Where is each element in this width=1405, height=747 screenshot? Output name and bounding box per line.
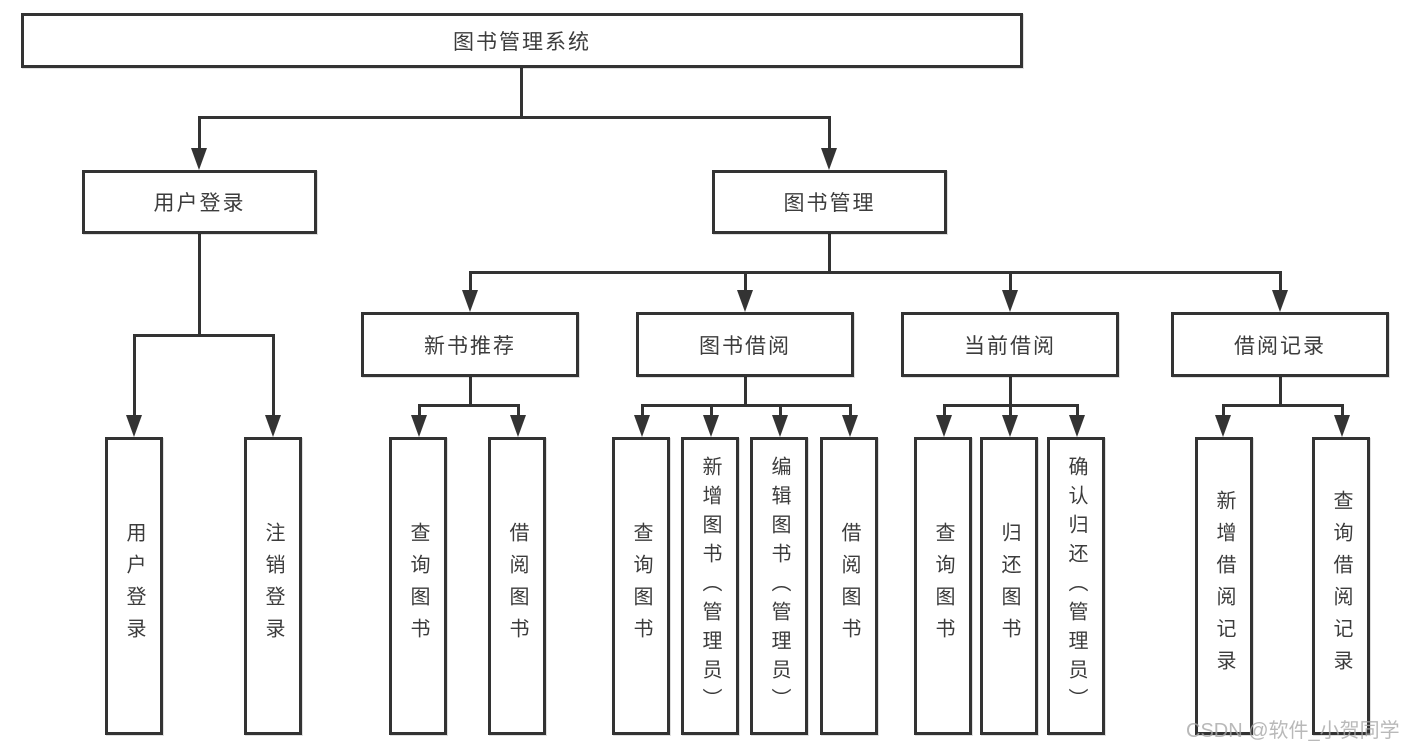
arrow-down-icon bbox=[634, 415, 650, 437]
node-borrowing-records: 借阅记录 bbox=[1171, 312, 1389, 377]
leaf-confirm-return-admin: 确认归还（管理员） bbox=[1047, 437, 1105, 735]
leaf-label: 查询图书 bbox=[630, 522, 652, 650]
connector-stem bbox=[744, 271, 747, 292]
leaf-label: 借阅图书 bbox=[506, 522, 528, 650]
leaf-add-books-admin: 新增图书（管理员） bbox=[681, 437, 739, 735]
node-root-label: 图书管理系统 bbox=[453, 30, 591, 54]
connector-branch bbox=[418, 404, 520, 407]
csdn-watermark: CSDN @软件_小贺同学 bbox=[1186, 720, 1400, 742]
leaf-query-borrow-record: 查询借阅记录 bbox=[1312, 437, 1370, 735]
leaf-label: 查询借阅记录 bbox=[1330, 490, 1352, 682]
arrow-down-icon bbox=[936, 415, 952, 437]
connector-stem bbox=[1341, 404, 1344, 417]
connector-book-mgmt-trunk bbox=[828, 234, 831, 274]
arrow-down-icon bbox=[842, 415, 858, 437]
connector-user-login-trunk bbox=[198, 234, 201, 336]
connector-trunk bbox=[1009, 377, 1012, 407]
connector-trunk bbox=[744, 377, 747, 407]
connector-trunk bbox=[469, 377, 472, 407]
leaf-label: 新增借阅记录 bbox=[1213, 490, 1235, 682]
arrow-down-icon bbox=[411, 415, 427, 437]
arrow-down-icon bbox=[737, 290, 753, 312]
connector-root-trunk bbox=[520, 68, 523, 118]
leaf-return-books: 归还图书 bbox=[980, 437, 1038, 735]
connector-stem bbox=[1222, 404, 1225, 417]
arrow-down-icon bbox=[1002, 415, 1018, 437]
leaf-label: 用户登录 bbox=[123, 522, 145, 650]
connector-level3-branch bbox=[469, 271, 1282, 274]
connector-stem bbox=[198, 116, 201, 150]
connector-user-login-branch bbox=[133, 334, 275, 337]
node-book-borrowing: 图书借阅 bbox=[636, 312, 854, 377]
arrow-down-icon bbox=[265, 415, 281, 437]
node-label: 借阅记录 bbox=[1234, 334, 1326, 358]
arrow-down-icon bbox=[1002, 290, 1018, 312]
arrow-down-icon bbox=[821, 148, 837, 170]
leaf-label: 确认归还（管理员） bbox=[1065, 455, 1087, 717]
leaf-borrow-books-recommend: 借阅图书 bbox=[488, 437, 546, 735]
connector-level2-branch bbox=[198, 116, 831, 119]
connector-stem bbox=[943, 404, 946, 417]
connector-stem bbox=[1009, 271, 1012, 292]
leaf-label: 借阅图书 bbox=[838, 522, 860, 650]
leaf-query-books-borrow: 查询图书 bbox=[612, 437, 670, 735]
arrow-down-icon bbox=[510, 415, 526, 437]
connector-trunk bbox=[1279, 377, 1282, 407]
leaf-query-books-current: 查询图书 bbox=[914, 437, 972, 735]
arrow-down-icon bbox=[772, 415, 788, 437]
node-label: 新书推荐 bbox=[424, 334, 516, 358]
node-book-management: 图书管理 bbox=[712, 170, 947, 234]
leaf-user-login: 用户登录 bbox=[105, 437, 163, 735]
connector-stem bbox=[517, 404, 520, 417]
arrow-down-icon bbox=[191, 148, 207, 170]
connector-stem bbox=[133, 334, 136, 416]
connector-branch bbox=[1222, 404, 1344, 407]
node-new-book-recommendation: 新书推荐 bbox=[361, 312, 579, 377]
arrow-down-icon bbox=[126, 415, 142, 437]
leaf-label: 编辑图书（管理员） bbox=[768, 455, 790, 717]
leaf-label: 归还图书 bbox=[998, 522, 1020, 650]
leaf-logout: 注销登录 bbox=[244, 437, 302, 735]
arrow-down-icon bbox=[703, 415, 719, 437]
leaf-edit-books-admin: 编辑图书（管理员） bbox=[750, 437, 808, 735]
connector-stem bbox=[710, 404, 713, 417]
leaf-label: 新增图书（管理员） bbox=[699, 455, 721, 717]
connector-stem bbox=[1009, 404, 1012, 417]
node-label: 图书借阅 bbox=[699, 334, 791, 358]
connector-branch bbox=[641, 404, 852, 407]
arrow-down-icon bbox=[1334, 415, 1350, 437]
connector-stem bbox=[779, 404, 782, 417]
connector-stem bbox=[1076, 404, 1079, 417]
connector-stem bbox=[469, 271, 472, 292]
connector-stem bbox=[828, 116, 831, 150]
node-label: 图书管理 bbox=[783, 192, 876, 215]
connector-stem bbox=[1279, 271, 1282, 292]
leaf-add-borrow-record: 新增借阅记录 bbox=[1195, 437, 1253, 735]
connector-stem bbox=[418, 404, 421, 417]
leaf-query-books-recommend: 查询图书 bbox=[389, 437, 447, 735]
leaf-borrow-books: 借阅图书 bbox=[820, 437, 878, 735]
node-label: 用户登录 bbox=[153, 192, 246, 215]
leaf-label: 查询图书 bbox=[407, 522, 429, 650]
connector-stem bbox=[849, 404, 852, 417]
leaf-label: 注销登录 bbox=[262, 522, 284, 650]
connector-stem bbox=[641, 404, 644, 417]
node-root: 图书管理系统 bbox=[21, 13, 1023, 68]
arrow-down-icon bbox=[1272, 290, 1288, 312]
arrow-down-icon bbox=[1069, 415, 1085, 437]
node-current-borrowing: 当前借阅 bbox=[901, 312, 1119, 377]
node-label: 当前借阅 bbox=[964, 334, 1056, 358]
leaf-label: 查询图书 bbox=[932, 522, 954, 650]
connector-stem bbox=[272, 334, 275, 416]
arrow-down-icon bbox=[462, 290, 478, 312]
arrow-down-icon bbox=[1215, 415, 1231, 437]
node-user-login: 用户登录 bbox=[82, 170, 317, 234]
